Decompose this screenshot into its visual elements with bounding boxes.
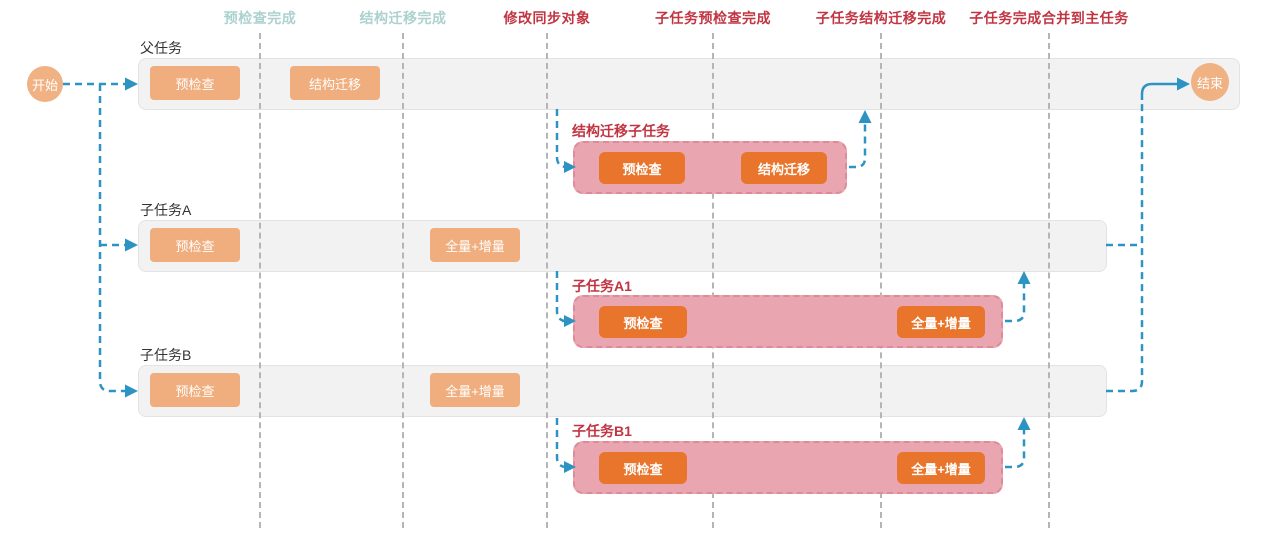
- arrowhead-icon: [125, 238, 138, 252]
- lane-subtask-b: [138, 365, 1107, 417]
- timeline-schema-migration-done: [402, 33, 404, 528]
- arrow-a-to-a1: [555, 271, 568, 323]
- arrow-b-to-b1: [555, 418, 568, 469]
- arrowhead-icon: [858, 110, 872, 123]
- arrowhead-icon: [125, 77, 138, 91]
- subtask-b1-step-precheck: 预检查: [599, 452, 687, 484]
- timeline-subtask-schema-done: [880, 33, 882, 528]
- parent-step-precheck: 预检查: [150, 66, 240, 100]
- lane-subtask-b-label: 子任务B: [140, 347, 192, 363]
- subtask-b-step-precheck: 预检查: [150, 373, 240, 407]
- milestone-subtask-merged: 子任务完成合并到主任务: [969, 10, 1129, 26]
- milestone-precheck-done: 预检查完成: [223, 10, 297, 26]
- parent-step-schema-migrate: 结构迁移: [290, 66, 380, 100]
- arrowhead-icon: [1017, 417, 1031, 430]
- start-node: 开始: [27, 66, 63, 102]
- arrow-b-to-end-joint: [1106, 99, 1144, 393]
- subtask-a1-box: 预检查 全量+增量: [573, 295, 1003, 348]
- milestone-modify-sync-objects: 修改同步对象: [503, 10, 591, 26]
- subtask-a-step-precheck: 预检查: [150, 228, 240, 262]
- subtask-a1-step-precheck: 预检查: [599, 306, 687, 338]
- subtask-a-step-full-incr: 全量+增量: [430, 228, 520, 262]
- arrow-start-branch-to-b: [98, 84, 125, 393]
- lane-subtask-a: [138, 220, 1107, 272]
- arrow-a1-return: [1005, 284, 1026, 323]
- timeline-subtask-precheck-done: [712, 33, 714, 528]
- lane-subtask-a-label: 子任务A: [140, 202, 192, 218]
- arrowhead-icon: [125, 384, 138, 398]
- subtask-a1-label: 子任务A1: [572, 278, 632, 294]
- lane-parent-task-label: 父任务: [140, 40, 182, 56]
- schema-subtask-box: 预检查 结构迁移: [573, 141, 847, 194]
- milestone-subtask-precheck-done: 子任务预检查完成: [655, 10, 771, 26]
- arrow-b1-return: [1005, 430, 1026, 469]
- end-node: 结束: [1191, 63, 1229, 101]
- schema-subtask-step-precheck: 预检查: [599, 152, 685, 184]
- arrow-schema-subtask-return: [849, 123, 867, 169]
- timeline-subtask-merged: [1048, 33, 1050, 528]
- schema-subtask-label: 结构迁移子任务: [572, 123, 670, 139]
- milestone-schema-migration-done: 结构迁移完成: [359, 10, 447, 26]
- subtask-a1-step-full-incr: 全量+增量: [897, 306, 985, 338]
- subtask-b1-box: 预检查 全量+增量: [573, 441, 1003, 494]
- subtask-b-step-full-incr: 全量+增量: [430, 373, 520, 407]
- subtask-b1-step-full-incr: 全量+增量: [897, 452, 985, 484]
- milestone-subtask-schema-done: 子任务结构迁移完成: [815, 10, 947, 26]
- arrow-parent-to-schema-subtask: [555, 109, 568, 169]
- schema-subtask-step-migrate: 结构迁移: [741, 152, 827, 184]
- timeline-precheck-done: [259, 33, 261, 528]
- timeline-modify-sync-objects: [546, 33, 548, 528]
- arrowhead-icon: [1017, 271, 1031, 284]
- subtask-b1-label: 子任务B1: [572, 423, 632, 439]
